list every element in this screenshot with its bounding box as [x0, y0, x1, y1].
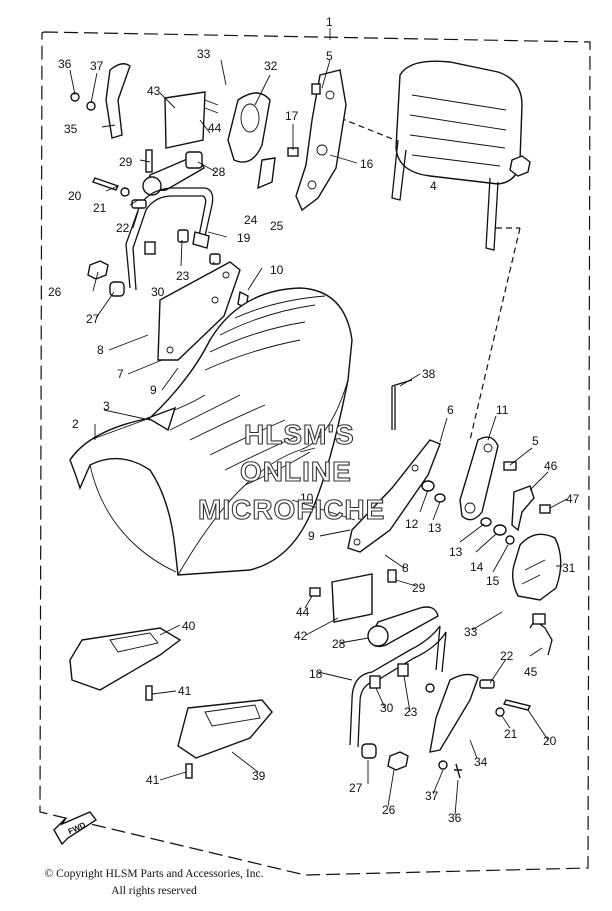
- seat-part: [69, 287, 353, 576]
- callout-12: 12: [405, 517, 419, 531]
- callout-18: 18: [309, 667, 323, 681]
- callout-38: 38: [422, 367, 436, 381]
- callout-5: 5: [326, 49, 333, 63]
- watermark-line-3: MICROFICHE: [198, 494, 385, 525]
- clamp-part-32: [227, 92, 271, 163]
- grab-bar-part-19: [125, 187, 214, 245]
- callout-8b: 8: [402, 561, 409, 575]
- callout-20: 20: [68, 189, 82, 203]
- callout-15: 15: [486, 574, 500, 588]
- tray-part-40: [69, 627, 182, 701]
- callout-39: 39: [252, 769, 266, 783]
- callout-17: 17: [285, 109, 299, 123]
- callout-46: 46: [544, 459, 558, 473]
- callout-22b: 22: [500, 649, 514, 663]
- callout-29: 29: [119, 155, 133, 169]
- callout-21b: 21: [504, 727, 518, 741]
- assembly-boundary: [39, 31, 591, 876]
- bracket-part-11: [459, 436, 499, 521]
- callout-31: 31: [562, 561, 576, 575]
- callout-23b: 23: [404, 705, 418, 719]
- copyright-footer: © Copyright HLSM Parts and Accessories, …: [4, 866, 304, 900]
- callout-5b: 5: [532, 434, 539, 448]
- callout-37b: 37: [425, 789, 439, 803]
- callout-26: 26: [48, 285, 62, 299]
- callout-40: 40: [182, 619, 196, 633]
- plate-part-43: [164, 91, 219, 149]
- callout-36: 36: [58, 57, 72, 71]
- bracket-part-46: [511, 485, 551, 532]
- watermark: HLSM'S ONLINE MICROFICHE: [197, 418, 385, 525]
- rights-text: All rights reserved: [111, 885, 197, 897]
- callout-28: 28: [212, 165, 226, 179]
- callout-23: 23: [176, 269, 190, 283]
- callout-43: 43: [147, 84, 161, 98]
- callout-32: 32: [264, 59, 278, 73]
- bolt-bushing-part-28: [142, 149, 205, 196]
- callout-6: 6: [447, 403, 454, 417]
- plate-part-42: [309, 569, 397, 623]
- watermark-line-2: ONLINE: [240, 456, 352, 487]
- bracket-part-34: [429, 673, 479, 779]
- callout-42: 42: [294, 629, 308, 643]
- callout-45: 45: [524, 665, 538, 679]
- copyright-text: © Copyright HLSM Parts and Accessories, …: [44, 868, 264, 880]
- bracket-part-16: [257, 69, 347, 212]
- callout-9b: 9: [308, 529, 315, 543]
- callout-33b: 33: [464, 625, 478, 639]
- cover-part-31: [511, 533, 562, 601]
- callout-7: 7: [117, 367, 124, 381]
- callout-3: 3: [103, 399, 110, 413]
- callout-13b: 13: [449, 545, 463, 559]
- pin-part-38: [391, 379, 413, 430]
- callout-19: 19: [237, 231, 251, 245]
- callout-26b: 26: [382, 803, 396, 817]
- tray-part-39: [177, 699, 273, 779]
- bracket-part-35: [70, 63, 131, 139]
- callout-10b: 10: [300, 491, 314, 505]
- callout-33: 33: [197, 47, 211, 61]
- callout-4: 4: [430, 179, 437, 193]
- callout-20b: 20: [543, 734, 557, 748]
- callout-44b: 44: [296, 605, 310, 619]
- callout-27: 27: [86, 312, 100, 326]
- callout-37: 37: [90, 59, 104, 73]
- callout-34: 34: [474, 755, 488, 769]
- watermark-line-1: HLSM'S: [244, 419, 355, 450]
- callout-44: 44: [208, 121, 222, 135]
- callout-41b: 41: [146, 773, 160, 787]
- spacer-parts: [87, 177, 221, 297]
- callout-41: 41: [178, 684, 192, 698]
- callout-36b: 36: [448, 811, 462, 825]
- callout-30: 30: [151, 285, 165, 299]
- callout-28b: 28: [332, 637, 346, 651]
- grab-bar-part-18: [349, 606, 447, 748]
- callout-47: 47: [566, 492, 580, 506]
- callout-27b: 27: [349, 781, 363, 795]
- callout-1: 1: [326, 15, 333, 29]
- connector-part-45: [529, 619, 553, 656]
- callout-2: 2: [72, 417, 79, 431]
- callout-9: 9: [150, 383, 157, 397]
- callout-14: 14: [470, 560, 484, 574]
- callout-24: 24: [244, 213, 258, 227]
- callout-25: 25: [270, 219, 284, 233]
- callout-8: 8: [97, 343, 104, 357]
- callout-labels: 1 36 37 35 43 44 33 32 5 17 16 4 29 28 2…: [48, 15, 580, 825]
- backrest-part: [391, 60, 531, 251]
- callout-13: 13: [428, 521, 442, 535]
- bracket-part-6: [347, 439, 441, 553]
- callout-35: 35: [64, 122, 78, 136]
- callout-30b: 30: [380, 701, 394, 715]
- callout-21: 21: [93, 201, 107, 215]
- callout-10: 10: [270, 263, 284, 277]
- callout-11: 11: [496, 403, 509, 417]
- callout-22: 22: [116, 221, 130, 235]
- leader-lines: [69, 59, 568, 816]
- callout-29b: 29: [412, 581, 426, 595]
- callout-16: 16: [360, 157, 374, 171]
